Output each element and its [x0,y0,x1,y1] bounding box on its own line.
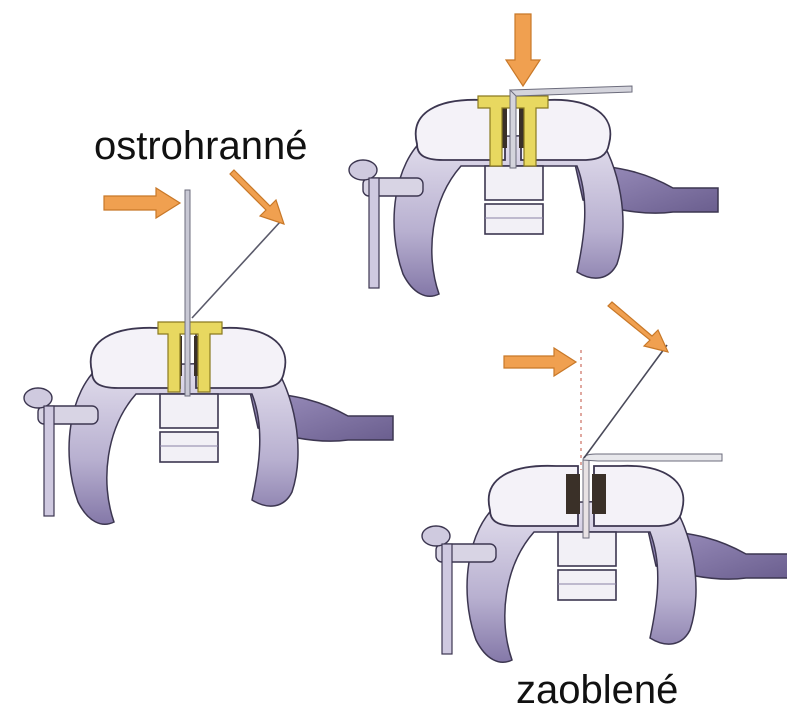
vise-top-right [349,86,718,296]
right-arrow-icon [504,348,576,376]
diagonal-arrow-icon [608,302,668,352]
right-arrow-icon [104,188,180,218]
label-rounded: zaoblené [516,670,678,710]
label-sharp-edged: ostrohranné [94,126,307,166]
vise-rounded-bend [422,345,787,662]
down-arrow-icon [506,14,540,86]
vise-sharp-bend [24,190,393,524]
diagonal-arrow-icon [230,170,284,224]
